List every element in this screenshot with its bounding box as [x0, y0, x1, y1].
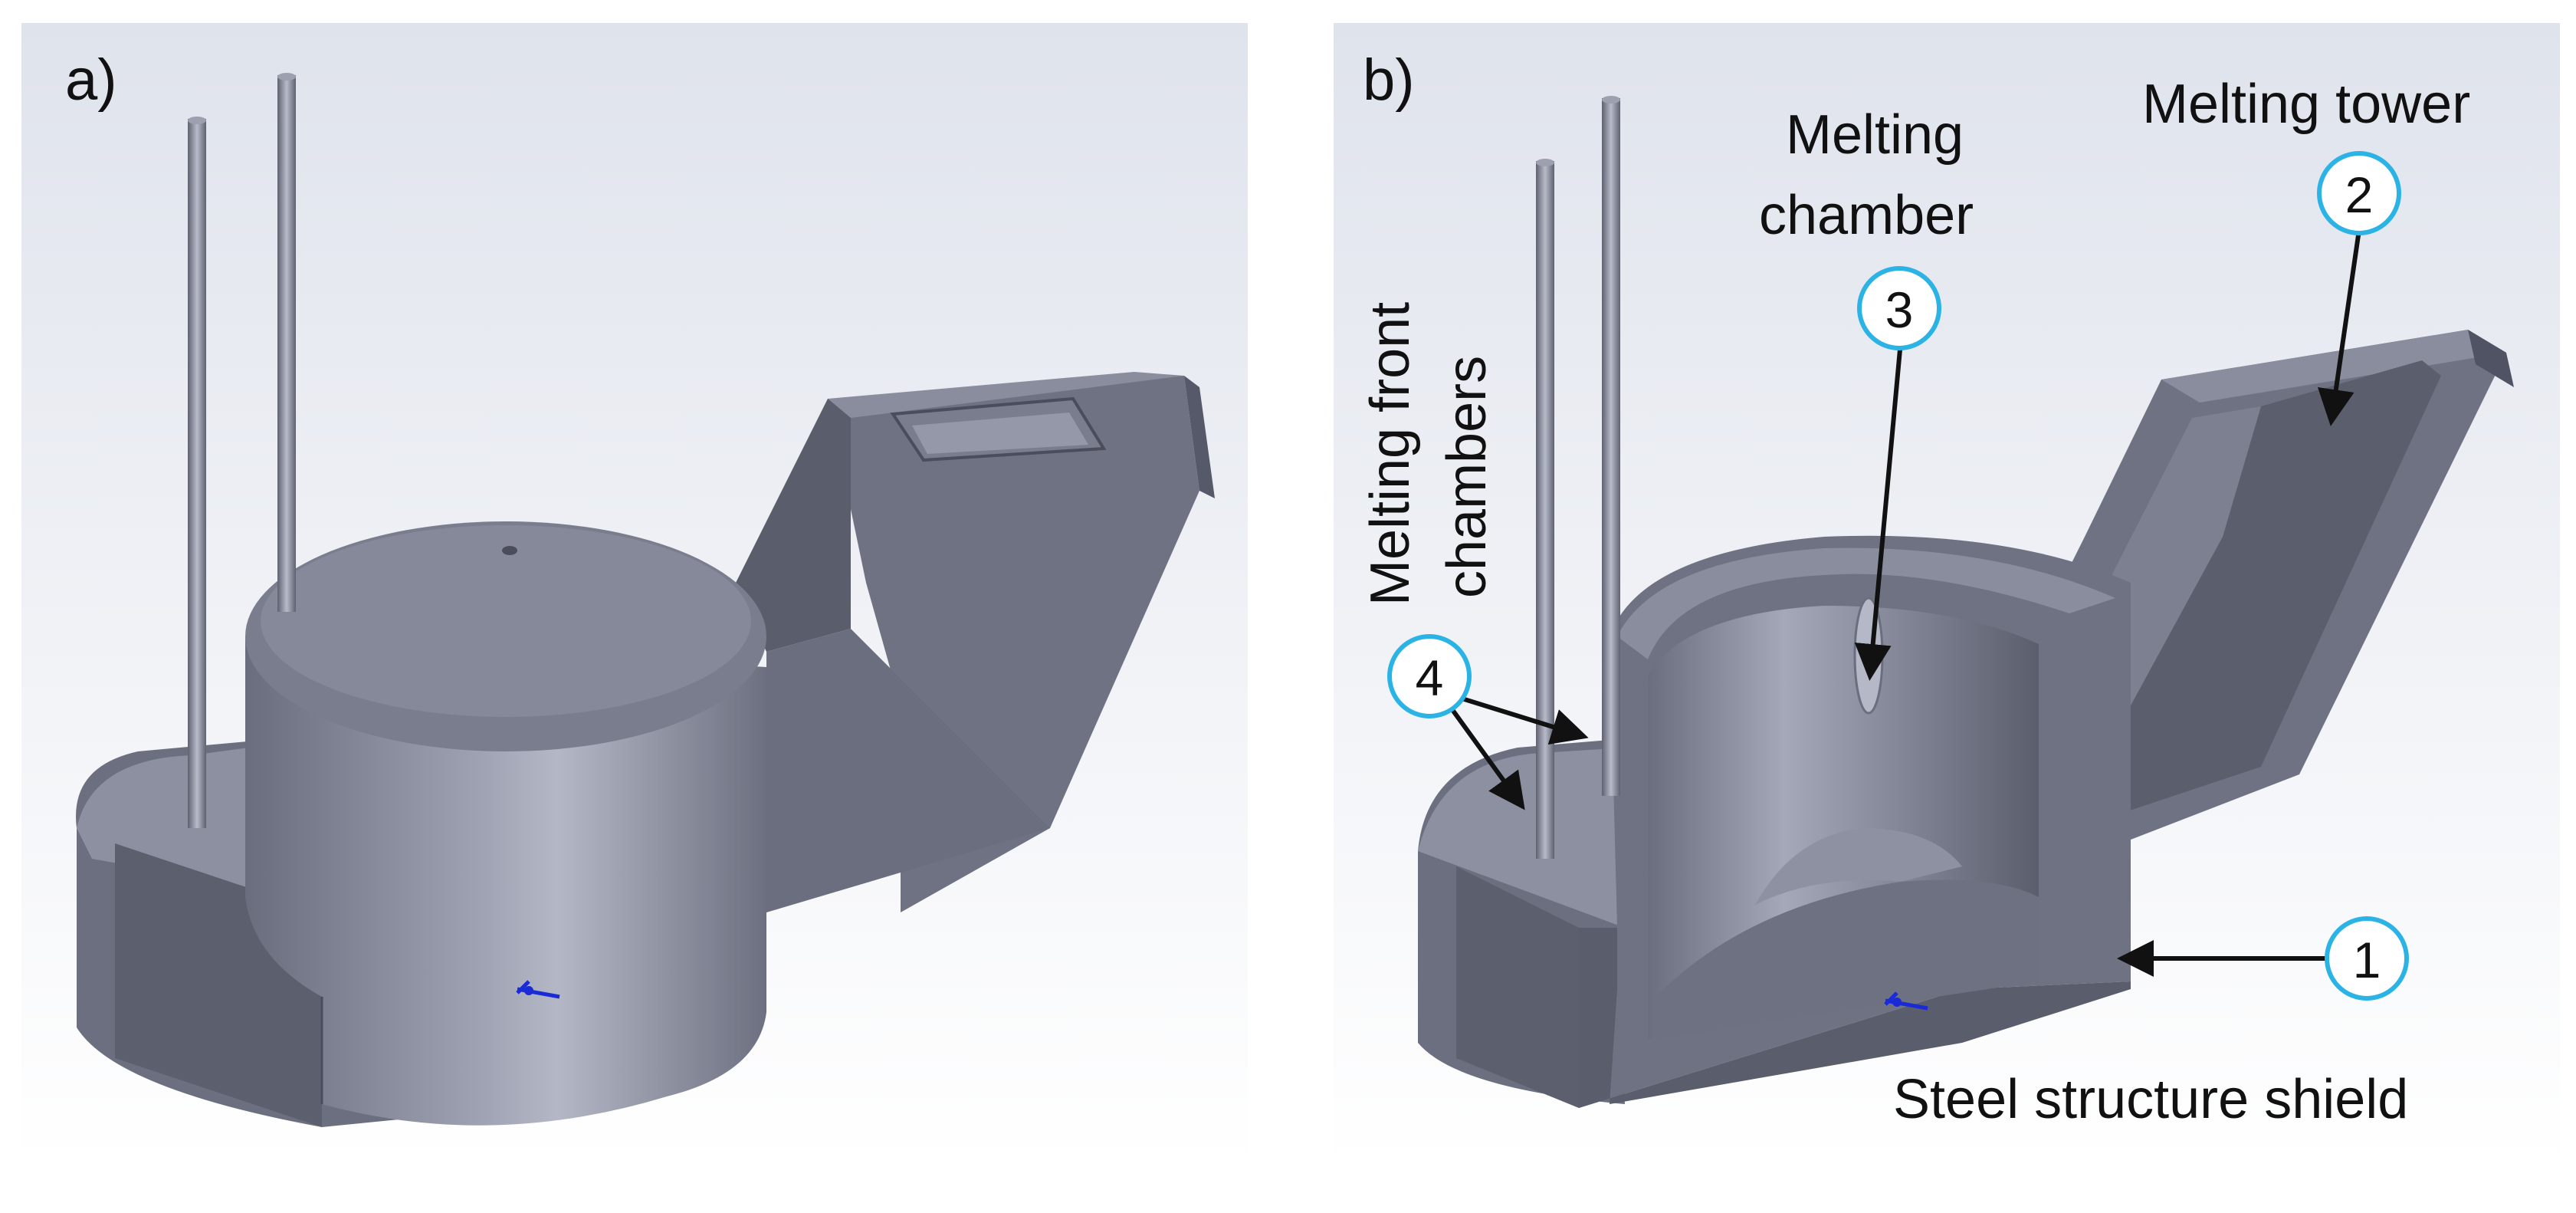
label-melting-chamber-line2: chamber	[1759, 185, 1974, 246]
panel-b-rod-left-cap	[1536, 159, 1554, 166]
label-steel-shield: Steel structure shield	[1893, 1069, 2408, 1130]
arrow-front-chamber-left	[1439, 692, 1525, 810]
panel-b-base-front	[1456, 866, 1579, 1108]
panel-a-cylinder-body	[245, 636, 766, 1126]
panel-b-chamber-floor	[1656, 879, 2039, 1039]
panel-b-rod-left	[1536, 161, 1554, 859]
panel-a-rod-right-cap	[277, 73, 296, 81]
arrow-front-chamber-right	[1446, 692, 1589, 745]
panel-b-base-plate-top	[1418, 748, 1625, 928]
coordinate-triad-icon	[516, 980, 560, 999]
panel-a: a)	[21, 23, 1248, 1165]
callout-2-number: 2	[2345, 166, 2374, 223]
arrow-melting-tower	[2317, 229, 2361, 426]
panel-a-tower-opening-inner	[912, 413, 1088, 454]
panel-b-rod-right	[1602, 98, 1620, 796]
label-melting-tower: Melting tower	[2142, 74, 2470, 135]
panel-b-section-face	[1579, 928, 2131, 1108]
panel-a-tower-wall	[1184, 376, 1215, 498]
coordinate-triad-icon	[1884, 991, 1928, 1011]
callout-3-number: 3	[1885, 281, 1914, 338]
panel-a-tower-top	[828, 372, 1184, 418]
panel-b-tower-channel	[2123, 360, 2441, 813]
label-front-chambers-line2: chambers	[1436, 356, 1498, 598]
panel-a-tower-base	[766, 629, 1050, 912]
panel-b-label: b)	[1363, 48, 1415, 113]
callout-1: 1	[2325, 916, 2409, 1001]
panel-b-rod-right-cap	[1602, 96, 1620, 104]
panel-b-tower-top-rim	[2161, 330, 2506, 403]
panel-a-rod-left-cap	[188, 117, 206, 124]
arrow-melting-chamber	[1854, 340, 1903, 681]
panel-a-label: a)	[65, 48, 117, 113]
panel-b-cylinder-rim	[1617, 547, 2115, 659]
panel-b-tower-right-wall	[2468, 330, 2514, 387]
panel-a-tower-front	[736, 399, 851, 652]
callout-4-number: 4	[1416, 649, 1444, 706]
panel-b: 2 3 4 1 b) Melting tower Melting chamber…	[1334, 23, 2560, 1165]
panel-b-chamber-inner-arch	[1755, 828, 1962, 905]
panel-b-top-opening	[1853, 597, 1884, 715]
label-melting-chamber-line1: Melting	[1786, 104, 1964, 166]
panel-a-rod-right	[277, 75, 296, 612]
panel-a-rod-left	[188, 119, 206, 828]
label-front-chambers-line1: Melting front	[1360, 302, 1421, 606]
panel-a-cylinder-top-highlight	[261, 525, 751, 717]
callout-2: 2	[2317, 151, 2401, 235]
callout-1-number: 1	[2353, 932, 2381, 988]
callout-3: 3	[1857, 266, 1941, 350]
callout-4: 4	[1387, 634, 1472, 718]
panel-a-top-hole	[502, 546, 517, 555]
